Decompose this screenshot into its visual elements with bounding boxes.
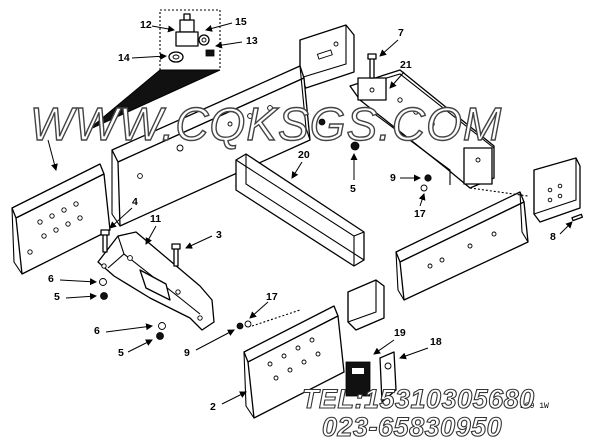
callout-18: 18: [430, 336, 442, 348]
cross-member-21: [349, 69, 495, 189]
bolt-8: [571, 213, 584, 222]
washer-6-lower: [156, 322, 166, 340]
callout-9-right: 9: [390, 172, 396, 184]
frame-rail-left: [11, 163, 111, 275]
callout-9-center: 9: [184, 347, 190, 359]
callout-12: 12: [140, 19, 152, 31]
frame-rail-lower: [243, 305, 345, 419]
callout-5-upper: 5: [54, 291, 60, 303]
callout-5-top: 5: [350, 183, 356, 195]
plate-18: [379, 351, 397, 403]
callout-4: 4: [132, 196, 138, 208]
watermark-fax: 023-65830950: [322, 412, 502, 442]
right-bracket: [533, 157, 581, 223]
bolt-3: [171, 243, 181, 267]
callout-13: 13: [246, 35, 258, 47]
callout-15: 15: [235, 16, 247, 28]
frame-rail-upper: [111, 65, 311, 227]
callout-2: 2: [210, 401, 216, 413]
channel-member-20: [235, 153, 365, 267]
nut-5-top: [318, 118, 360, 151]
watermark-url: WWW.CQKSGS.COM: [30, 98, 502, 150]
figure-code: DS9 1W: [520, 402, 549, 411]
washer-9-center: [236, 320, 252, 330]
valve-inset: [87, 9, 221, 131]
callout-21: 21: [400, 59, 412, 71]
bolt-4: [100, 229, 110, 253]
callout-7: 7: [398, 27, 404, 39]
mount-bracket-11: [97, 231, 215, 331]
center-bracket: [347, 279, 385, 331]
callout-6-lower: 6: [94, 325, 100, 337]
callout-11: 11: [150, 213, 161, 225]
callout-3: 3: [216, 229, 222, 241]
callout-5-lower: 5: [118, 347, 124, 359]
rubber-block-19: [345, 361, 371, 397]
callout-8: 8: [550, 231, 556, 243]
callout-19: 19: [394, 327, 406, 339]
callout-14: 14: [118, 52, 130, 64]
frame-rail-right: [395, 191, 529, 301]
upper-bracket: [299, 24, 355, 89]
callout-17-right: 17: [414, 208, 426, 220]
washer-9-right: [420, 174, 432, 192]
washer-6-left: [99, 278, 108, 300]
bolt-7: [367, 53, 377, 79]
watermark-telephone: TEL:15310305680: [302, 384, 535, 414]
callout-17-center: 17: [266, 291, 278, 303]
callout-20: 20: [298, 149, 310, 161]
callout-6-upper: 6: [48, 273, 54, 285]
